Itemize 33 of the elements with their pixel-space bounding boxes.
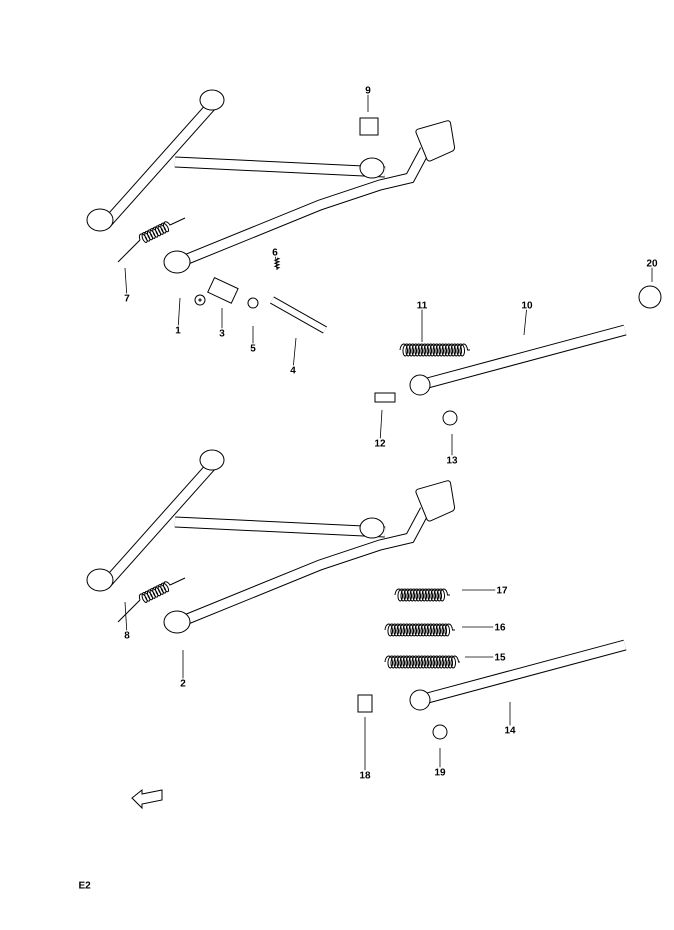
diagram-code: E2 (79, 882, 90, 888)
callout-number: 4 (290, 366, 296, 374)
callout-number: 5 (250, 344, 256, 352)
leader-line (182, 650, 184, 679)
callout-number: 11 (417, 302, 427, 308)
callout-number: 7 (124, 294, 130, 302)
callout-number: 10 (522, 301, 532, 309)
callout-number: 19 (435, 768, 446, 776)
leader-line (364, 716, 366, 771)
leader-line (252, 326, 254, 344)
callout-number: 20 (646, 259, 658, 267)
callout-number: 15 (495, 654, 506, 660)
callout-number: 12 (375, 440, 386, 446)
callout-number: 2 (180, 680, 186, 686)
callout-number: 16 (495, 623, 506, 631)
callout-number: 9 (366, 86, 370, 94)
callout-number: 14 (505, 726, 516, 734)
leader-line (275, 256, 278, 270)
leader-line (380, 410, 382, 439)
callout-number: 8 (124, 631, 130, 639)
callout-number: 3 (219, 329, 224, 337)
leader-line (524, 309, 527, 336)
callout-number: 18 (360, 771, 370, 779)
callout-number: 1 (176, 326, 180, 334)
leader-line (462, 626, 494, 628)
leader-line (124, 268, 128, 294)
callout-number: 6 (272, 248, 278, 256)
leader-line (464, 656, 494, 658)
callout-number: 17 (497, 586, 508, 594)
callout-number: 13 (447, 456, 458, 464)
leader-line (178, 298, 180, 326)
leader-line (293, 338, 296, 366)
leader-line (124, 602, 128, 631)
